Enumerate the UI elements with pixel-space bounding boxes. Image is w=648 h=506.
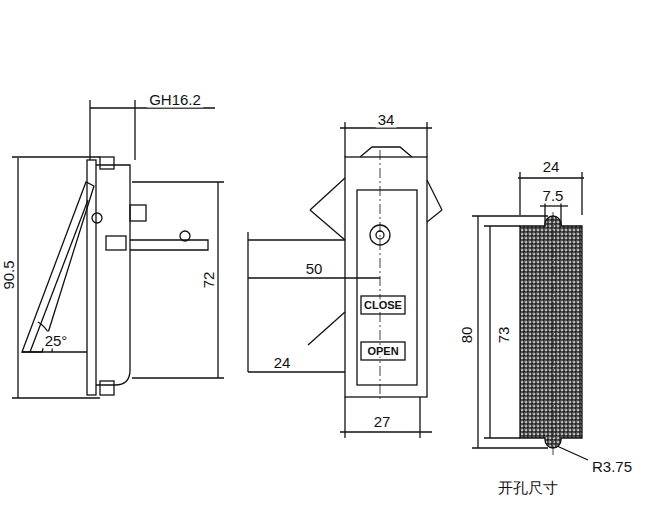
angle-label: 25° [43,332,70,349]
front-view [248,122,442,438]
side-view [12,100,224,398]
dimension-label: 80 [458,325,475,346]
dimension-label: 50 [304,260,325,277]
radius-label: R3.75 [590,458,634,475]
dimension-label: 7.5 [541,187,566,204]
dimension-label: 34 [376,111,397,128]
cutout-caption: 开孔尺寸 [496,479,560,496]
dimension-label: 27 [372,413,393,430]
dimension-label: 24 [541,158,562,175]
dimension-label: 90.5 [0,258,17,291]
dimension-label: 73 [495,325,512,346]
handle-marking: OPEN [366,346,399,357]
dimension-label: GH16.2 [147,91,203,108]
dimension-label: 24 [272,354,293,371]
handle-marking: CLOSE [363,300,403,311]
cutout-view [472,172,588,460]
dimension-label: 72 [200,270,217,291]
